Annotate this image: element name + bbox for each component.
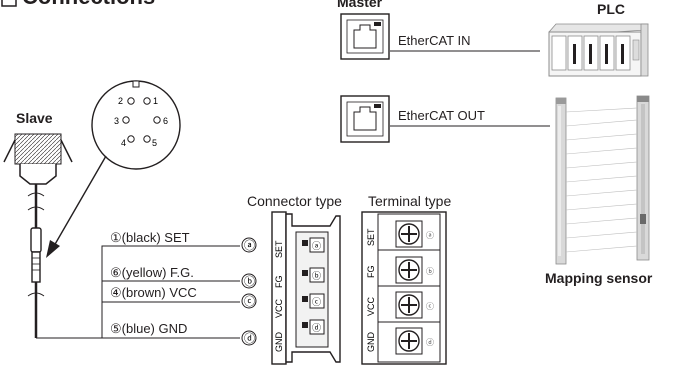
- master-label: Master: [337, 0, 383, 10]
- block-terminal-mark: ⓑ: [426, 267, 434, 276]
- connector-pinout-icon: 2 1 3 6 4 5: [91, 80, 181, 170]
- connector-terminal-mark: ⓐ: [312, 241, 321, 251]
- ethercat-out-label: EtherCAT OUT: [398, 108, 485, 123]
- connector-signal-label: GND: [274, 332, 284, 353]
- terminal-type-block: [361, 211, 447, 365]
- slave-device-icon: [3, 133, 73, 185]
- connector-terminal-mark: ⓓ: [312, 323, 321, 333]
- slave-label: Slave: [16, 110, 53, 126]
- slave-cable: [27, 184, 45, 338]
- pin-label: 4: [121, 138, 126, 148]
- wire-label-gnd: ⑤(blue) GND: [110, 321, 188, 336]
- connector-type-plug: [271, 211, 341, 365]
- plc-icon: [548, 23, 649, 77]
- wire-terminal-letter: ⓐ: [244, 239, 255, 252]
- wire-terminal-letter: ⓒ: [244, 295, 255, 308]
- block-terminal-mark: ⓒ: [426, 302, 434, 311]
- connector-signal-label: VCC: [274, 298, 284, 318]
- connector-signal-label: SET: [274, 240, 284, 258]
- terminal-signal-label: FG: [366, 266, 376, 279]
- block-terminal-mark: ⓐ: [426, 231, 434, 240]
- pointer-arrow: [46, 155, 107, 258]
- terminal-screw-icon: [395, 327, 423, 355]
- title-checkbox-icon: [1, 0, 17, 7]
- pin-label: 6: [163, 116, 168, 126]
- wire-terminal-letter: ⓓ: [244, 332, 255, 345]
- connector-signal-label: FG: [274, 276, 284, 289]
- connector-terminal-mark: ⓒ: [312, 297, 321, 307]
- terminal-screw-icon: [395, 220, 423, 248]
- wire-label-fg: ⑥(yellow) F.G.: [110, 265, 194, 280]
- terminal-signal-label: VCC: [366, 296, 376, 316]
- pin-label: 2: [118, 96, 123, 106]
- plc-label: PLC: [597, 1, 625, 17]
- block-terminal-mark: ⓓ: [426, 338, 434, 347]
- terminal-signal-label: GND: [366, 332, 376, 353]
- wire-label-set: ①(black) SET: [110, 230, 190, 245]
- ethercat-out-port-icon: [340, 95, 390, 143]
- terminal-screw-icon: [395, 256, 423, 284]
- terminal-screw-icon: [395, 291, 423, 319]
- pin-label: 1: [153, 96, 158, 106]
- mapping-sensor-label: Mapping sensor: [545, 270, 653, 286]
- terminal-markers: [241, 237, 257, 346]
- ethercat-in-port-icon: [340, 13, 390, 60]
- page-title: Connections: [22, 0, 155, 8]
- terminal-signal-label: SET: [366, 228, 376, 246]
- wire-terminal-letter: ⓑ: [244, 275, 255, 288]
- mapping-sensor-icon: [555, 95, 650, 265]
- connector-type-label: Connector type: [247, 193, 342, 209]
- ethercat-in-label: EtherCAT IN: [398, 33, 471, 48]
- pin-label: 5: [152, 138, 157, 148]
- pin-label: 3: [114, 116, 119, 126]
- wire-label-vcc: ④(brown) VCC: [110, 285, 197, 300]
- terminal-type-label: Terminal type: [368, 193, 452, 209]
- wire-lines: [36, 245, 240, 339]
- connector-terminal-mark: ⓑ: [312, 271, 321, 281]
